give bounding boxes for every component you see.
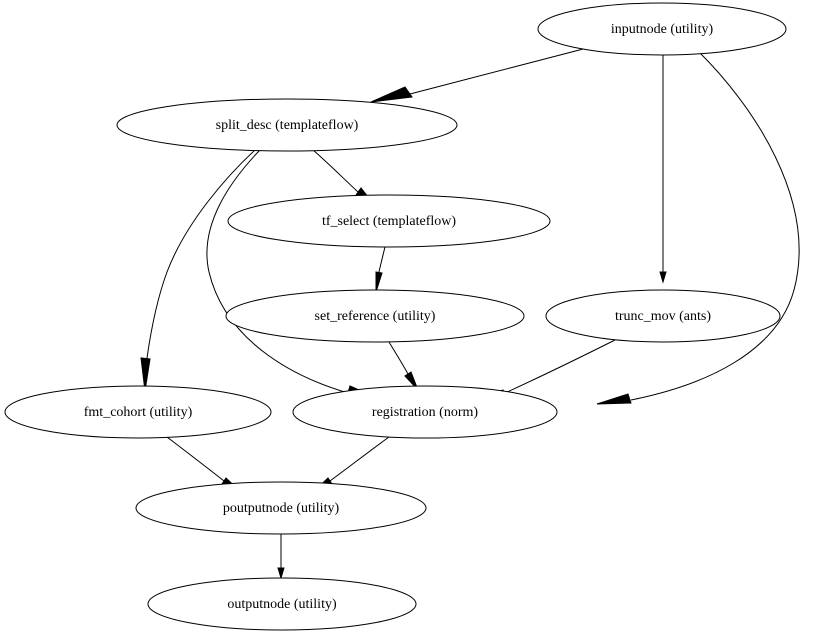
node-poutputnode[interactable]: poutputnode (utility): [135, 481, 427, 535]
node-label-trunc_mov: trunc_mov (ants): [615, 309, 711, 324]
node-registration[interactable]: registration (norm): [292, 385, 558, 439]
node-label-poutputnode: poutputnode (utility): [223, 501, 340, 516]
edge-line: [329, 436, 390, 482]
edge-tf_select-to-set_reference: [375, 246, 386, 293]
edge-split_desc-to-fmt_cohort: [140, 149, 256, 392]
arrowhead-icon: [375, 271, 383, 293]
arrowhead-icon: [277, 567, 285, 580]
node-label-set_reference: set_reference (utility): [315, 309, 436, 324]
edge-line: [409, 47, 588, 95]
node-split_desc[interactable]: split_desc (templateflow): [116, 98, 458, 152]
node-shape-split_desc[interactable]: [116, 98, 458, 152]
nodes-layer: inputnode (utility) split_desc (templatef…: [4, 2, 787, 631]
arrowhead-icon: [596, 393, 632, 405]
edge-line: [166, 436, 225, 482]
edge-line: [146, 149, 256, 359]
edge-line: [630, 50, 800, 401]
edge-line: [504, 339, 616, 394]
node-label-tf_select: tf_select (templateflow): [322, 214, 456, 229]
edge-inputnode-to-registration: [596, 50, 800, 405]
node-fmt_cohort[interactable]: fmt_cohort (utility): [4, 385, 272, 439]
node-shape-set_reference[interactable]: [225, 289, 525, 343]
arrowhead-icon: [140, 357, 151, 392]
node-tf_select[interactable]: tf_select (templateflow): [227, 194, 551, 248]
node-label-split_desc: split_desc (templateflow): [216, 118, 359, 133]
node-label-fmt_cohort: fmt_cohort (utility): [84, 405, 193, 420]
edge-line: [312, 149, 359, 193]
arrowhead-icon: [404, 371, 419, 391]
node-trunc_mov[interactable]: trunc_mov (ants): [545, 289, 781, 343]
node-shape-registration[interactable]: [292, 385, 558, 439]
node-shape-trunc_mov[interactable]: [545, 289, 781, 343]
node-shape-inputnode[interactable]: [537, 2, 787, 56]
edge-line: [206, 149, 349, 394]
node-shape-tf_select[interactable]: [227, 194, 551, 248]
node-set_reference[interactable]: set_reference (utility): [225, 289, 525, 343]
edge-inputnode-to-split_desc: [370, 47, 588, 103]
node-shape-fmt_cohort[interactable]: [4, 385, 272, 439]
node-label-inputnode: inputnode (utility): [611, 22, 714, 37]
arrowhead-icon: [370, 86, 413, 103]
edge-poutputnode-to-outputnode: [277, 534, 285, 580]
node-inputnode[interactable]: inputnode (utility): [537, 2, 787, 56]
node-shape-outputnode[interactable]: [147, 577, 417, 631]
node-label-registration: registration (norm): [372, 405, 478, 420]
node-shape-poutputnode[interactable]: [135, 481, 427, 535]
edge-line: [378, 246, 386, 273]
edge-line: [388, 341, 409, 375]
edge-inputnode-to-trunc_mov: [659, 55, 667, 284]
edge-set_reference-to-registration: [388, 341, 419, 391]
node-label-outputnode: outputnode (utility): [227, 597, 337, 612]
node-outputnode[interactable]: outputnode (utility): [147, 577, 417, 631]
arrowhead-icon: [659, 271, 667, 284]
